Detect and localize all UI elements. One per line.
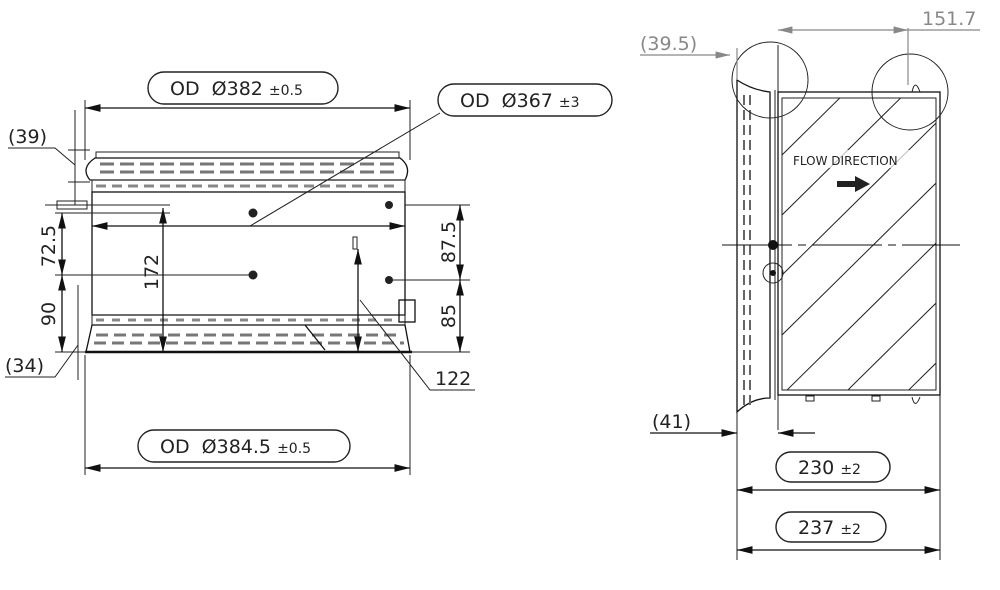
dim-87-5: 87.5 xyxy=(438,221,460,263)
ref-34: (34) xyxy=(5,355,44,377)
length-230-label: 230 ±2 xyxy=(798,457,861,479)
ref-39-5: (39.5) xyxy=(640,33,697,55)
od-367-label: OD Ø367 ±3 xyxy=(460,90,580,112)
inlet-flange xyxy=(736,78,771,414)
bracket xyxy=(398,299,416,323)
dim-172: 172 xyxy=(141,254,163,290)
detail-circle xyxy=(731,41,809,119)
side-view: FLOW DIRECTION (39.5) 151.7 (41) 230 ±2 … xyxy=(640,8,980,560)
od-384-label-box xyxy=(137,429,351,463)
dim-151-7: 151.7 xyxy=(922,8,976,30)
substrate-housing xyxy=(777,91,941,396)
od-382-label-box xyxy=(147,71,339,105)
section-hatching xyxy=(782,98,936,390)
length-230-box xyxy=(775,451,891,483)
length-237-label: 237 ±2 xyxy=(798,517,861,539)
front-view: OD Ø382 ±0.5 OD Ø367 ±3 (39) 72.5 90 (34… xyxy=(5,71,613,475)
dim-90: 90 xyxy=(38,302,60,326)
ref-39: (39) xyxy=(8,126,47,148)
od-382-label: OD Ø382 ±0.5 xyxy=(170,78,303,100)
sensor-port-icon xyxy=(385,201,393,209)
detail-circle xyxy=(871,53,949,131)
dim-72-5: 72.5 xyxy=(38,225,60,267)
od-367-label-box xyxy=(437,83,613,117)
sensor-boss-icon xyxy=(762,262,784,284)
sensor-port-icon xyxy=(385,276,393,284)
length-237-box xyxy=(775,511,887,543)
sensor-port-icon xyxy=(768,240,778,250)
flow-arrow-icon xyxy=(837,176,870,192)
dim-122: 122 xyxy=(435,368,471,390)
dim-85: 85 xyxy=(438,304,460,328)
ref-41: (41) xyxy=(652,411,691,433)
bottom-flange xyxy=(85,324,411,353)
sensor-port-icon xyxy=(248,208,258,218)
top-flange-rim xyxy=(95,151,400,159)
od-384-label: OD Ø384.5 ±0.5 xyxy=(160,436,311,458)
flow-direction-label: FLOW DIRECTION xyxy=(793,154,898,168)
